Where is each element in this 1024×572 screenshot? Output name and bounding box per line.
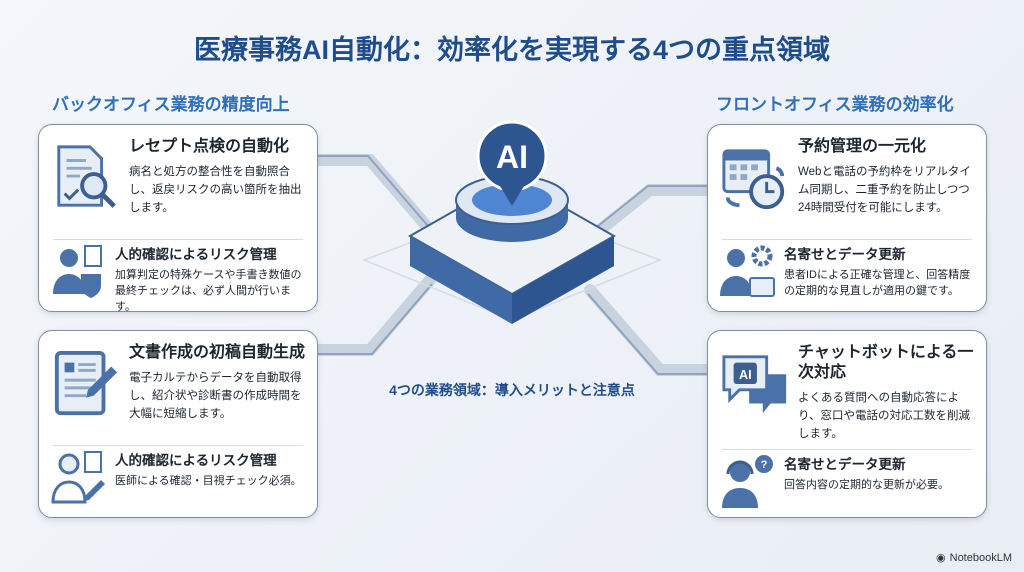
divider <box>722 449 972 450</box>
page-title: 医療事務AI自動化：効率化を実現する4つの重点領域 <box>193 35 830 65</box>
tablet-pen-icon <box>54 350 118 416</box>
card-title: レセプト点検の自動化 <box>129 138 290 155</box>
card-reservation-management: 予約管理の一元化 Webと電話の予約枠をリアルタイム同期し、二重予約を防止しつつ… <box>707 124 987 312</box>
card-title: チャットボットによる一次対応 <box>798 344 974 381</box>
sub-body: 回答内容の定期的な更新が必要。 <box>784 479 949 491</box>
sub-body: 患者IDによる正確な管理と、回答精度の定期的な見直しが適用の鍵です。 <box>784 269 971 297</box>
document-search-icon <box>57 145 116 208</box>
person-gear-id-icon <box>720 245 775 297</box>
card-title: 予約管理の一元化 <box>798 138 927 155</box>
card-chatbot: AI チャットボットによる一次対応 よくある質問への自動応答により、窓口や電話の… <box>707 330 987 518</box>
card-document-generation: 文書作成の初稿自動生成 電子カルテからデータを自動取得し、紹介状や診断書の作成時… <box>38 330 318 518</box>
divider <box>722 239 972 240</box>
card-body: Webと電話の予約枠をリアルタイム同期し、二重予約を防止しつつ24時間受付を可能… <box>798 166 971 214</box>
sub-title: 名寄せとデータ更新 <box>784 247 906 262</box>
card-receipt-check: レセプト点検の自動化 病名と処方の整合性を自動照合し、返戻リスクの高い箇所を抽出… <box>38 124 318 313</box>
card-body: 電子カルテからデータを自動取得し、紹介状や診断書の作成時間を大幅に短縮します。 <box>129 372 302 420</box>
chat-ai-text: AI <box>739 368 752 382</box>
svg-text:?: ? <box>761 459 768 471</box>
sub-body: 加算判定の特殊ケースや手書き数値の最終チェックは、必ず人間が行います。 <box>115 269 302 313</box>
card-body: 病名と処方の整合性を自動照合し、返戻リスクの高い箇所を抽出します。 <box>129 166 302 214</box>
card-body: よくある質問への自動応答により、窓口や電話の対応工数を削減します。 <box>798 392 971 440</box>
sub-title: 人的確認によるリスク管理 <box>115 453 277 468</box>
divider <box>53 239 303 240</box>
notebooklm-logo: ◉NotebookLM <box>936 551 1012 565</box>
divider <box>53 445 303 446</box>
card-title: 文書作成の初稿自動生成 <box>129 344 306 361</box>
sub-title: 名寄せとデータ更新 <box>784 457 906 472</box>
logo-icon: ◉ <box>936 552 946 564</box>
section-back-office: バックオフィス業務の精度向上 <box>52 95 290 114</box>
person-shield-icon <box>53 245 102 298</box>
sub-title: 人的確認によるリスク管理 <box>115 247 277 262</box>
logo-text: NotebookLM <box>949 551 1012 564</box>
doctor-icon <box>51 451 105 504</box>
ai-chat-bubbles-icon: AI <box>722 355 787 414</box>
center-caption: 4つの業務領域：導入メリットと注意点 <box>389 382 635 398</box>
ai-server-illustration: AI <box>407 120 617 324</box>
ai-badge-text: AI <box>496 139 528 175</box>
sub-body: 医師による確認・目視チェック必須。 <box>115 475 302 487</box>
calendar-clock-icon <box>722 149 785 210</box>
section-front-office: フロントオフィス業務の効率化 <box>716 95 954 114</box>
headset-operator-icon: ? <box>722 455 773 508</box>
